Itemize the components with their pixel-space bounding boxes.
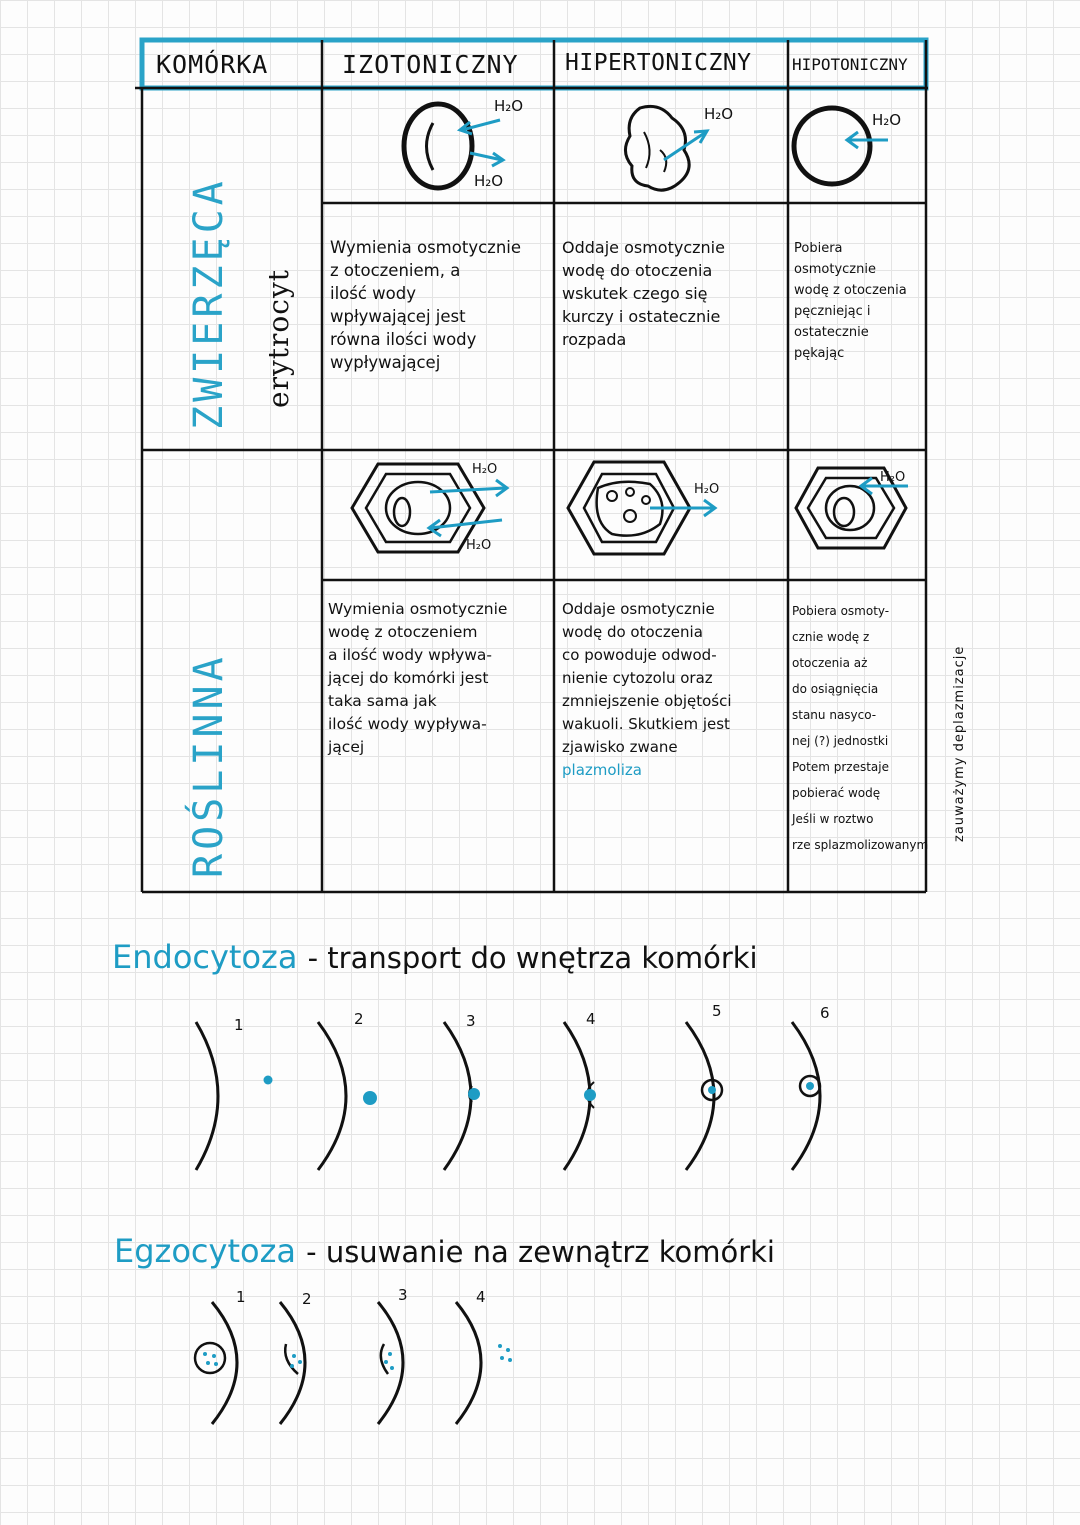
exocytosis-term: Egzocytoza [114, 1232, 296, 1270]
endo-step-2-membrane [316, 1021, 348, 1171]
animal-hypotonic-text: Pobiera osmotycznie wodę z otoczenia pęc… [794, 241, 907, 361]
endo-step-6-vesicle [798, 1074, 822, 1098]
header-hypertonic: HIPERTONICZNY [565, 50, 752, 76]
h2o-label: H₂O [472, 462, 498, 477]
endo-step-number: 6 [820, 1004, 830, 1022]
exo-step-number: 4 [476, 1288, 486, 1306]
endo-step-number: 4 [586, 1010, 596, 1028]
h2o-label: H₂O [694, 482, 720, 497]
table-grid [135, 40, 928, 894]
endocytosis-term: Endocytoza [112, 938, 298, 976]
plant-hypertonic-text: Oddaje osmotycznie wodę do otoczenia co … [562, 598, 732, 782]
header-isotonic: IZOTONICZNY [342, 50, 519, 79]
animal-isotonic-text: Wymienia osmotycznie z otoczeniem, a ilo… [330, 238, 522, 372]
row-label-plant: ROŚLINNA [186, 653, 232, 878]
endo-step-5-vesicle [700, 1078, 724, 1102]
exo-step-1-membrane [210, 1301, 239, 1425]
side-note-deplasmolysis: zauważymy deplazmizacje [952, 645, 967, 842]
h2o-label: H₂O [704, 105, 734, 123]
plant-isotonic-text: Wymienia osmotycznie wodę z otoczeniem a… [328, 600, 508, 756]
exo-step-4-released [498, 1344, 502, 1348]
endocytosis-heading: Endocytoza - transport do wnętrza komórk… [112, 938, 758, 976]
endo-step-number: 5 [712, 1002, 722, 1020]
row-sublabel-erythrocyte: erytrocyt [262, 268, 295, 408]
h2o-label: H₂O [466, 538, 492, 553]
animal-hypertonic-text: Oddaje osmotycznie wodę do otoczenia wsk… [562, 238, 725, 349]
animal-hypotonic-cell [791, 105, 888, 187]
h2o-label: H₂O [880, 470, 906, 485]
endo-step-6-particle [806, 1082, 814, 1090]
exocytosis-heading: Egzocytoza - usuwanie na zewnątrz komórk… [114, 1232, 775, 1270]
exocytosis-diagram [193, 1301, 512, 1425]
exo-step-number: 1 [236, 1288, 246, 1306]
endo-step-5-particle [708, 1086, 716, 1094]
exo-step-4-membrane [454, 1301, 483, 1425]
exo-step-2-vesicle [284, 1343, 299, 1375]
endo-step-1-particle [263, 1075, 273, 1085]
plasmolysis-term: plazmoliza [562, 761, 642, 779]
plant-hypertonic-cell [566, 460, 718, 556]
endo-step-3-membrane [442, 1021, 473, 1171]
row-label-animal: ZWIERZĘCA [186, 177, 232, 430]
exo-step-2-membrane [278, 1301, 307, 1425]
animal-isotonic-cell [401, 101, 506, 191]
endocytosis-diagram [194, 1021, 822, 1171]
exo-step-3-vesicle [379, 1343, 390, 1375]
endo-step-5-membrane [684, 1021, 716, 1171]
h2o-label: H₂O [494, 97, 524, 115]
exo-step-number: 3 [398, 1286, 408, 1304]
header-cell: KOMÓRKA [156, 50, 269, 79]
endo-step-number: 1 [234, 1016, 244, 1034]
endo-step-6-membrane [790, 1021, 822, 1171]
plant-hypotonic-cell [794, 466, 908, 550]
endo-step-2-particle [363, 1091, 377, 1105]
animal-hypertonic-cell [624, 104, 710, 192]
h2o-label: H₂O [872, 111, 902, 129]
endo-step-3-particle [468, 1088, 480, 1100]
h2o-label: H₂O [474, 172, 504, 190]
plant-hypotonic-text: Pobiera osmoty- cznie wodę z otoczenia a… [792, 604, 929, 852]
exo-step-1-vesicle [193, 1341, 227, 1375]
endo-step-4-particle [584, 1089, 596, 1101]
endo-step-number: 2 [354, 1010, 364, 1028]
endocytosis-definition: - transport do wnętrza komórki [307, 941, 758, 975]
plant-isotonic-cell [350, 462, 510, 554]
exocytosis-definition: - usuwanie na zewnątrz komórki [306, 1235, 775, 1269]
exo-step-number: 2 [302, 1290, 312, 1308]
header-hypotonic: HIPOTONICZNY [792, 55, 908, 74]
exo-step-3-membrane [376, 1301, 405, 1425]
endo-step-1-membrane [194, 1021, 220, 1171]
endo-step-number: 3 [466, 1012, 476, 1030]
